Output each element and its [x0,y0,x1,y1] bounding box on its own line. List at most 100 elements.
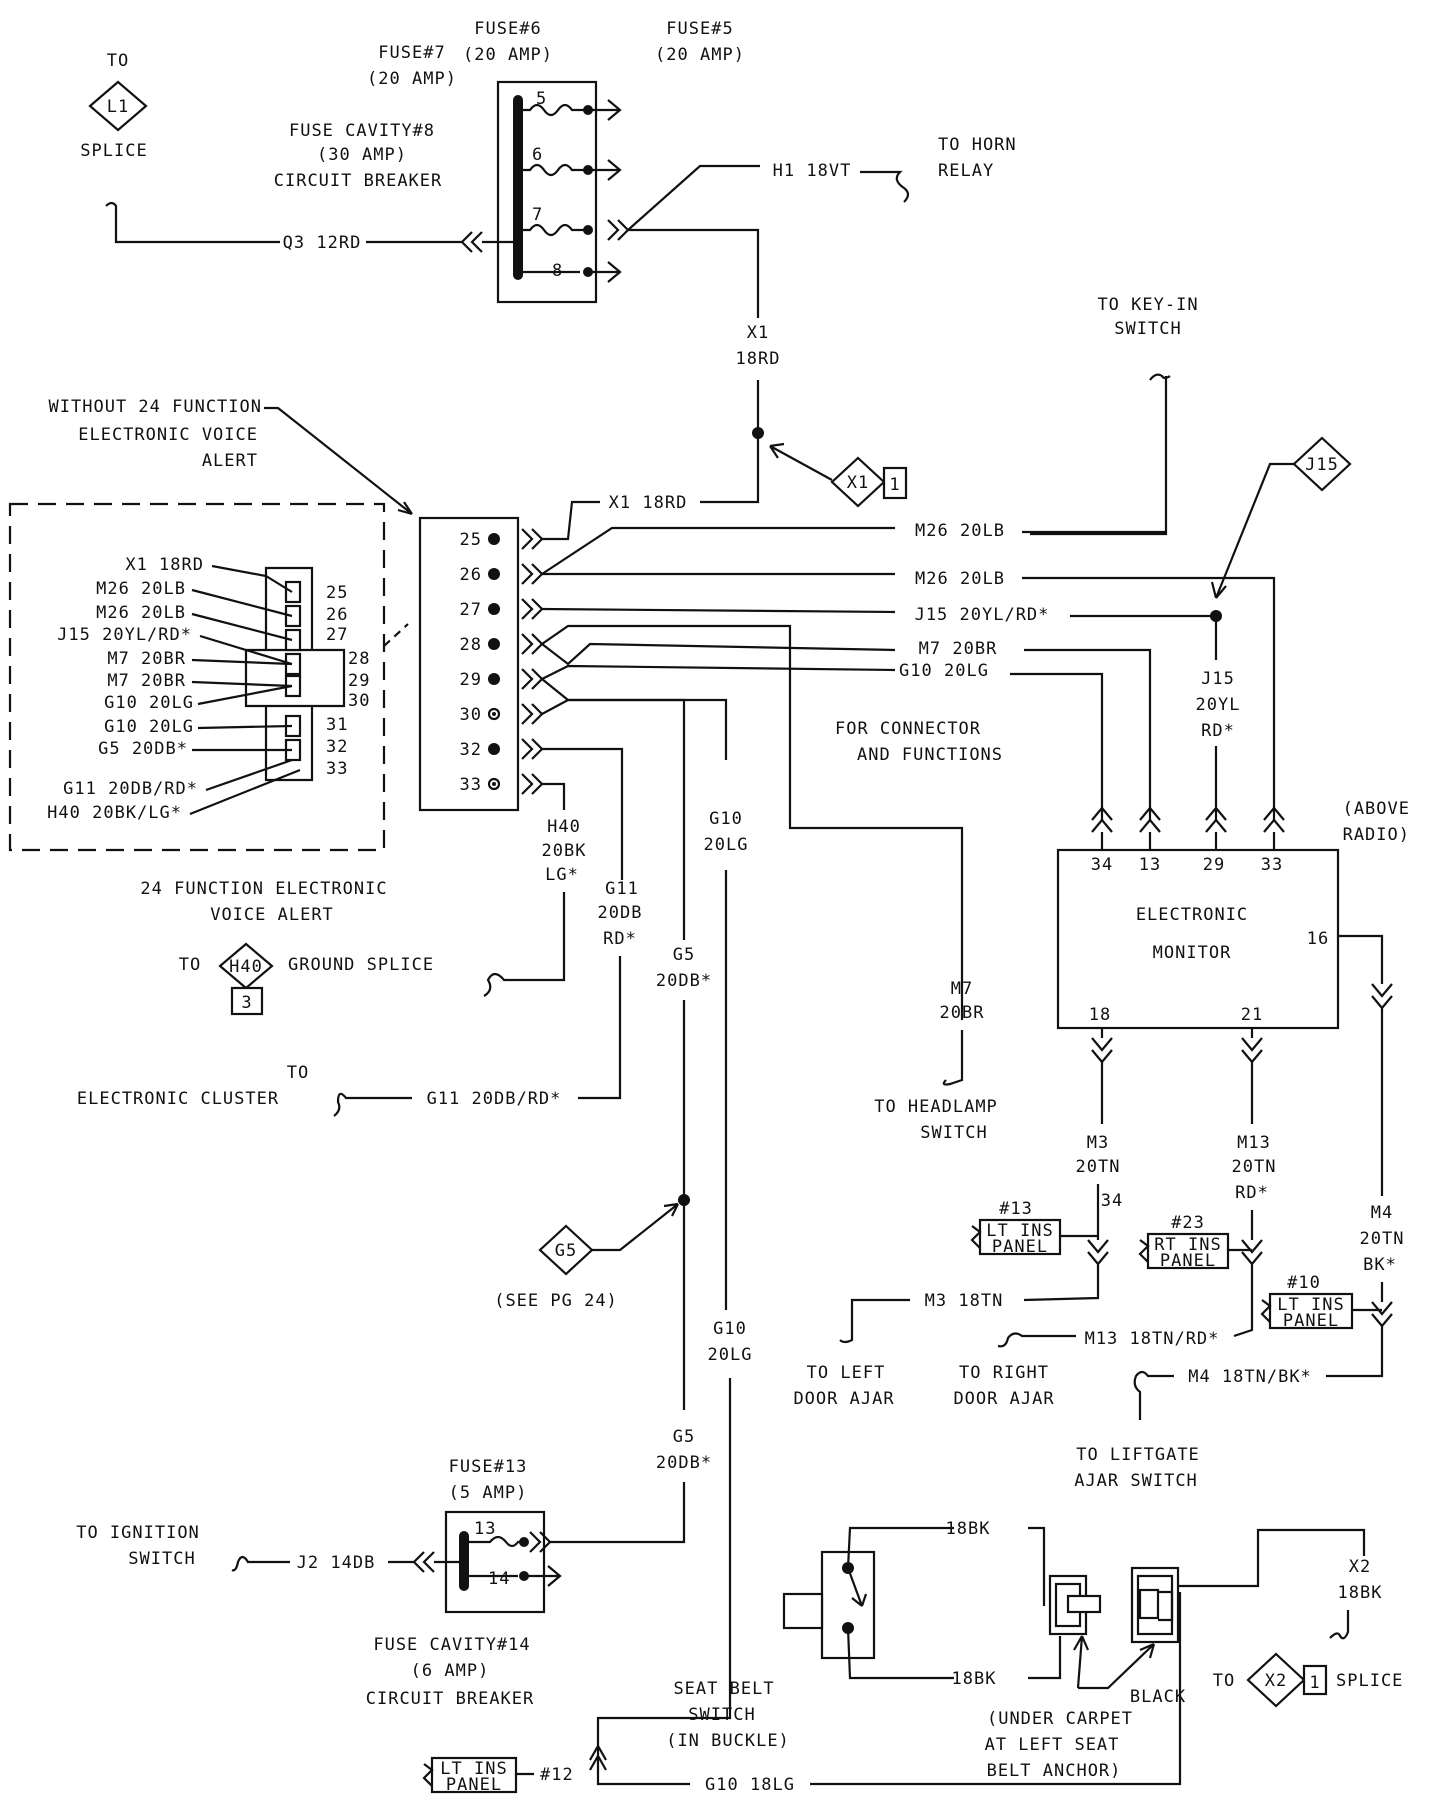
splice-l1-label: SPLICE [80,141,147,161]
fuse-row-7: 7 [518,205,630,241]
wire-g10-down [541,678,728,760]
fuse13-cavity-l1: FUSE CAVITY#14 [373,1635,530,1655]
wire-h1-label: H1 18VT [773,161,852,181]
wire-q3 [105,201,462,244]
legend-without-l2: ELECTRONIC VOICE [78,425,258,445]
fuse7-amp: (20 AMP) [367,69,457,89]
svg-text:29: 29 [1203,855,1225,875]
legend-with-l2: VOICE ALERT [210,905,334,925]
electronic-monitor: ELECTRONIC MONITOR (ABOVE RADIO) 34 13 2… [1056,799,1410,1030]
wire-m7-label: M7 20BR [919,639,998,659]
fuse6-amp: (20 AMP) [463,45,553,65]
wire-x1-pin25 [542,500,600,541]
wire-g5-v4: 20DB* [656,1453,712,1473]
fuse5-amp: (20 AMP) [655,45,745,65]
svg-text:PANEL: PANEL [446,1775,502,1795]
svg-text:#23: #23 [1171,1213,1205,1233]
splice-l1: TO L1 SPLICE [80,51,148,161]
seat-belt-switch: 18BK 18BK SEAT BELT SWITCH (IN BUCKLE) [666,1519,1062,1751]
legend-row-0: X1 18RD [125,555,204,575]
wire-g10-v3: G10 [713,1319,747,1339]
wire-g11-v2: 20DB [598,903,643,923]
svg-text:32: 32 [460,740,482,760]
wire-g10-lower [596,1378,1182,1786]
seatbelt-l1: SEAT BELT [673,1679,774,1699]
svg-text:18: 18 [1089,1005,1111,1025]
wire-m7-v1: M7 [951,979,973,999]
wire-18bk-bottom: 18BK [952,1669,997,1689]
svg-text:LT INS: LT INS [440,1759,507,1779]
svg-text:28: 28 [460,635,482,655]
fuse13-cavity-l2: (6 AMP) [411,1661,490,1681]
horn-relay-l2: RELAY [938,161,994,181]
horn-relay-l1: TO HORN [938,135,1017,155]
legend-24-function: WITHOUT 24 FUNCTION ELECTRONIC VOICE ALE… [8,397,413,925]
cluster-l2: ELECTRONIC CLUSTER [77,1089,279,1109]
svg-text:30: 30 [460,705,482,725]
cavity8-title: FUSE CAVITY#8 [289,121,435,141]
splice-h40-num: 3 [241,993,252,1013]
legend-with-l1: 24 FUNCTION ELECTRONIC [140,879,387,899]
ignition-l1: TO IGNITION [76,1523,200,1543]
wire-m13-v3: RD* [1235,1183,1269,1203]
wire-j2-label: J2 14DB [297,1553,376,1573]
wire-m26-a-label: M26 20LB [915,521,1005,541]
black-label: BLACK [1130,1687,1186,1707]
cavity8-breaker: CIRCUIT BREAKER [274,171,443,191]
wire-j15-v2: 20YL [1196,695,1241,715]
splice-x1-id: X1 [847,473,869,493]
legend-row-10: H40 20BK/LG* [47,803,182,823]
splice-x2-num: 1 [1309,1673,1320,1693]
fuse-13-block: FUSE#13 (5 AMP) 13 14 FUSE CAVITY#14 (6 … [366,1457,562,1709]
ignition-l2: SWITCH [128,1549,195,1569]
wire-g10-v1: G10 [709,809,743,829]
fuse-row-8: 8 [518,261,622,283]
wire-m13-v2: 20TN [1232,1157,1277,1177]
monitor-title-l2: MONITOR [1153,943,1232,963]
monitor-title-l1: ELECTRONIC [1136,905,1248,925]
svg-text:21: 21 [1241,1005,1263,1025]
wire-m4-h-label: M4 18TN/BK* [1188,1367,1312,1387]
wire-j15-v1: J15 [1201,669,1235,689]
liftgate-l2: AJAR SWITCH [1074,1471,1198,1491]
splice-x1: X1 1 [769,442,908,508]
fuse-row-5: 5 [518,89,622,121]
svg-text:33: 33 [460,775,482,795]
splice-x1-num: 1 [889,475,900,495]
legend-without-l1: WITHOUT 24 FUNCTION [49,397,262,417]
svg-text:13: 13 [1139,855,1161,875]
right-door-l1: TO RIGHT [959,1363,1049,1383]
wire-q3-label: Q3 12RD [283,233,362,253]
monitor-above-l1: (ABOVE [1343,799,1410,819]
splice-dot-x1 [752,427,764,439]
legend-row-3: J15 20YL/RD* [57,625,192,645]
wire-x1-v-label1: X1 [747,323,769,343]
legend-row-4: M7 20BR [107,649,186,669]
fuse13-cavity-l3: CIRCUIT BREAKER [366,1689,535,1709]
svg-text:25: 25 [460,530,482,550]
monitor-above-l2: RADIO) [1343,825,1410,845]
svg-text:29: 29 [460,670,482,690]
splice-g5-id: G5 [555,1241,577,1261]
wire-h40-v2: 20BK [542,841,587,861]
splice-x2: X2 18BK TO X2 1 SPLICE [1213,1557,1402,1708]
connector-pin-25: 25 [460,528,544,550]
wire-m7-headlamp [541,624,964,1020]
connector-pin-28: 28 [460,633,544,655]
svg-text:16: 16 [1307,929,1329,949]
svg-text:#10: #10 [1287,1273,1321,1293]
svg-text:13: 13 [474,1519,496,1539]
wire-x1-h-label: X1 18RD [609,493,688,513]
splice-j15-id: J15 [1305,455,1339,475]
splice-h40: TO H40 3 GROUND SPLICE [179,942,433,1016]
cluster-l1: TO [287,1063,309,1083]
wire-m7-v2: 20BR [940,1003,985,1023]
legend-pin-28: 28 [348,649,370,669]
connector-pin-27: 27 [460,598,544,620]
headlamp-l1: TO HEADLAMP [874,1097,998,1117]
seatbelt-l2: SWITCH [688,1705,755,1725]
ground-23: #23 RT INS PANEL [1138,1213,1252,1271]
svg-text:TO: TO [1213,1671,1235,1691]
legend-row-9: G11 20DB/RD* [63,779,198,799]
fuse-number-7: 7 [532,205,543,225]
